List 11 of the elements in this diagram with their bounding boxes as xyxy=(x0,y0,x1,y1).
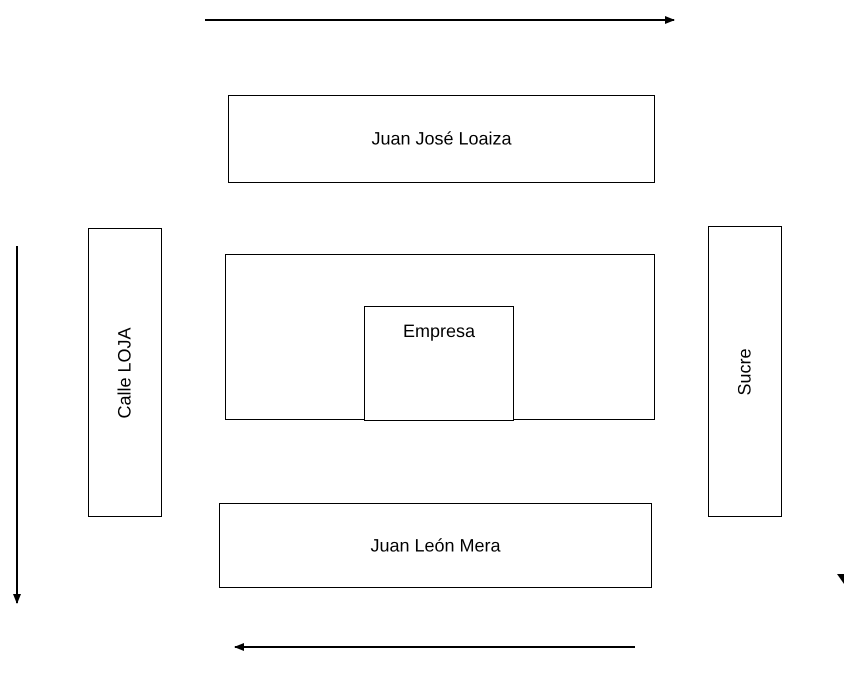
street-box xyxy=(228,95,655,183)
street-box xyxy=(219,503,652,588)
street-name: Sucre xyxy=(734,348,756,396)
building-label: Empresa xyxy=(402,321,476,342)
street-box xyxy=(88,228,162,517)
street-name: Calle LOJA xyxy=(114,326,136,418)
building-box xyxy=(364,306,514,421)
street-name: Juan José Loaiza xyxy=(370,128,513,150)
city-block xyxy=(225,254,655,420)
street-box xyxy=(708,226,782,517)
street-name: Juan León Mera xyxy=(369,535,502,556)
